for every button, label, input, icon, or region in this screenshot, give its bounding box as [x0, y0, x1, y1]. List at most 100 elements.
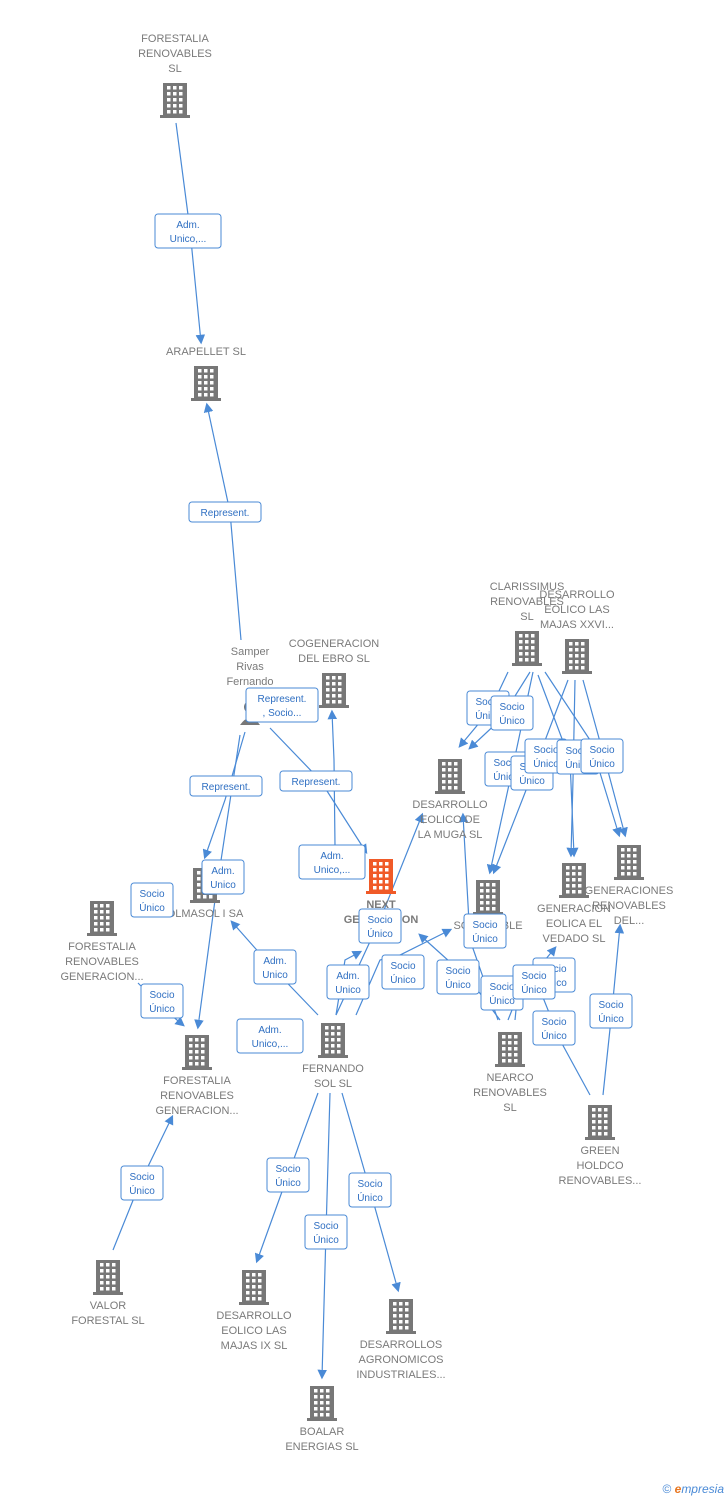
relation-label-r11[interactable]: Adm.Unico,... [236, 1018, 304, 1054]
building-icon [559, 863, 589, 898]
relation-label-r2[interactable]: Represent. [188, 501, 262, 523]
node-label: ARAPELLET SL [166, 346, 246, 358]
relation-text: , Socio... [263, 708, 302, 719]
node-generaciones[interactable]: GENERACIONESRENOVABLESDEL... [585, 845, 674, 927]
node-label: SOL SL [314, 1078, 352, 1090]
node-agronomicos[interactable]: DESARROLLOSAGRONOMICOSINDUSTRIALES... [356, 1299, 446, 1381]
edge-4 [327, 709, 338, 847]
relation-text: Adm. [320, 851, 343, 862]
node-label: HOLDCO [576, 1160, 624, 1172]
relation-text: Socio [533, 745, 558, 756]
relation-text: Unico,... [314, 865, 351, 876]
relation-text: Socio [489, 982, 514, 993]
node-label: RENOVABLES [138, 48, 212, 60]
building-icon [182, 1035, 212, 1070]
relation-text: Único [489, 994, 515, 1007]
relation-text: Represent. [292, 777, 341, 788]
relation-text: Socio [521, 971, 546, 982]
node-forestalia-gen2[interactable]: FORESTALIARENOVABLESGENERACION... [155, 1035, 239, 1117]
node-forestalia-gen1[interactable]: FORESTALIARENOVABLESGENERACION... [60, 901, 144, 983]
node-label: DESARROLLOS [360, 1339, 443, 1351]
node-label: GREEN [580, 1145, 619, 1157]
relation-label-r6[interactable]: Adm. Unico,... [298, 844, 366, 880]
building-icon [495, 1032, 525, 1067]
node-label: RENOVABLES... [559, 1175, 642, 1187]
node-label: VEDADO SL [543, 933, 606, 945]
building-icon [435, 759, 465, 794]
brand-initial: e [674, 1482, 682, 1496]
relation-text: Unico [210, 880, 236, 891]
relation-text: Único [367, 927, 393, 940]
relation-label-r12[interactable]: Adm.Unico [326, 964, 370, 1000]
node-label: RENOVABLES [160, 1090, 234, 1102]
relation-label-r3[interactable]: Represent. , Socio... [245, 687, 319, 723]
node-label: Samper [231, 646, 270, 658]
relation-text: Socio [390, 961, 415, 972]
node-label: LA MUGA SL [418, 829, 483, 841]
building-icon [93, 1260, 123, 1295]
brand-logo: © empresia [662, 1482, 724, 1496]
relation-text: Unico,... [252, 1039, 289, 1050]
node-label: FORESTAL SL [71, 1315, 144, 1327]
building-icon [239, 1270, 269, 1305]
node-label: MAJAS IX SL [221, 1340, 288, 1352]
node-label: RENOVABLES [473, 1087, 547, 1099]
node-label: FORESTALIA [163, 1075, 231, 1087]
building-icon [318, 1023, 348, 1058]
node-arapellet[interactable]: ARAPELLET SL [166, 346, 246, 401]
relation-text: Único [519, 774, 545, 787]
relation-label-r7[interactable]: Adm.Unico [201, 859, 245, 895]
building-icon [307, 1386, 337, 1421]
relation-label-r5[interactable]: Represent. [279, 770, 353, 792]
building-icon [512, 631, 542, 666]
relation-label-r4[interactable]: Represent. [189, 775, 263, 797]
node-label: EOLICA EL [546, 918, 602, 930]
relation-text: Único [149, 1002, 175, 1015]
node-label: EOLICO DE [420, 814, 480, 826]
node-label: GENERACION... [60, 971, 143, 983]
node-label: AGRONOMICOS [359, 1354, 444, 1366]
building-icon [366, 859, 396, 894]
relation-text: Represent. [258, 694, 307, 705]
relation-text: Único [589, 757, 615, 770]
node-green[interactable]: GREEN HOLDCO RENOVABLES... [559, 1105, 642, 1187]
relation-text: Único [499, 714, 525, 727]
relation-label-r1[interactable]: Adm.Unico,... [154, 213, 222, 249]
relation-label-r10[interactable]: Adm.Unico [253, 949, 297, 985]
relation-text: Único [275, 1176, 301, 1189]
node-label: FORESTALIA [141, 33, 209, 45]
relation-text: Único [541, 1029, 567, 1042]
relation-text: Socio [472, 920, 497, 931]
relation-text: Único [598, 1012, 624, 1025]
relation-text: Adm. [336, 971, 359, 982]
